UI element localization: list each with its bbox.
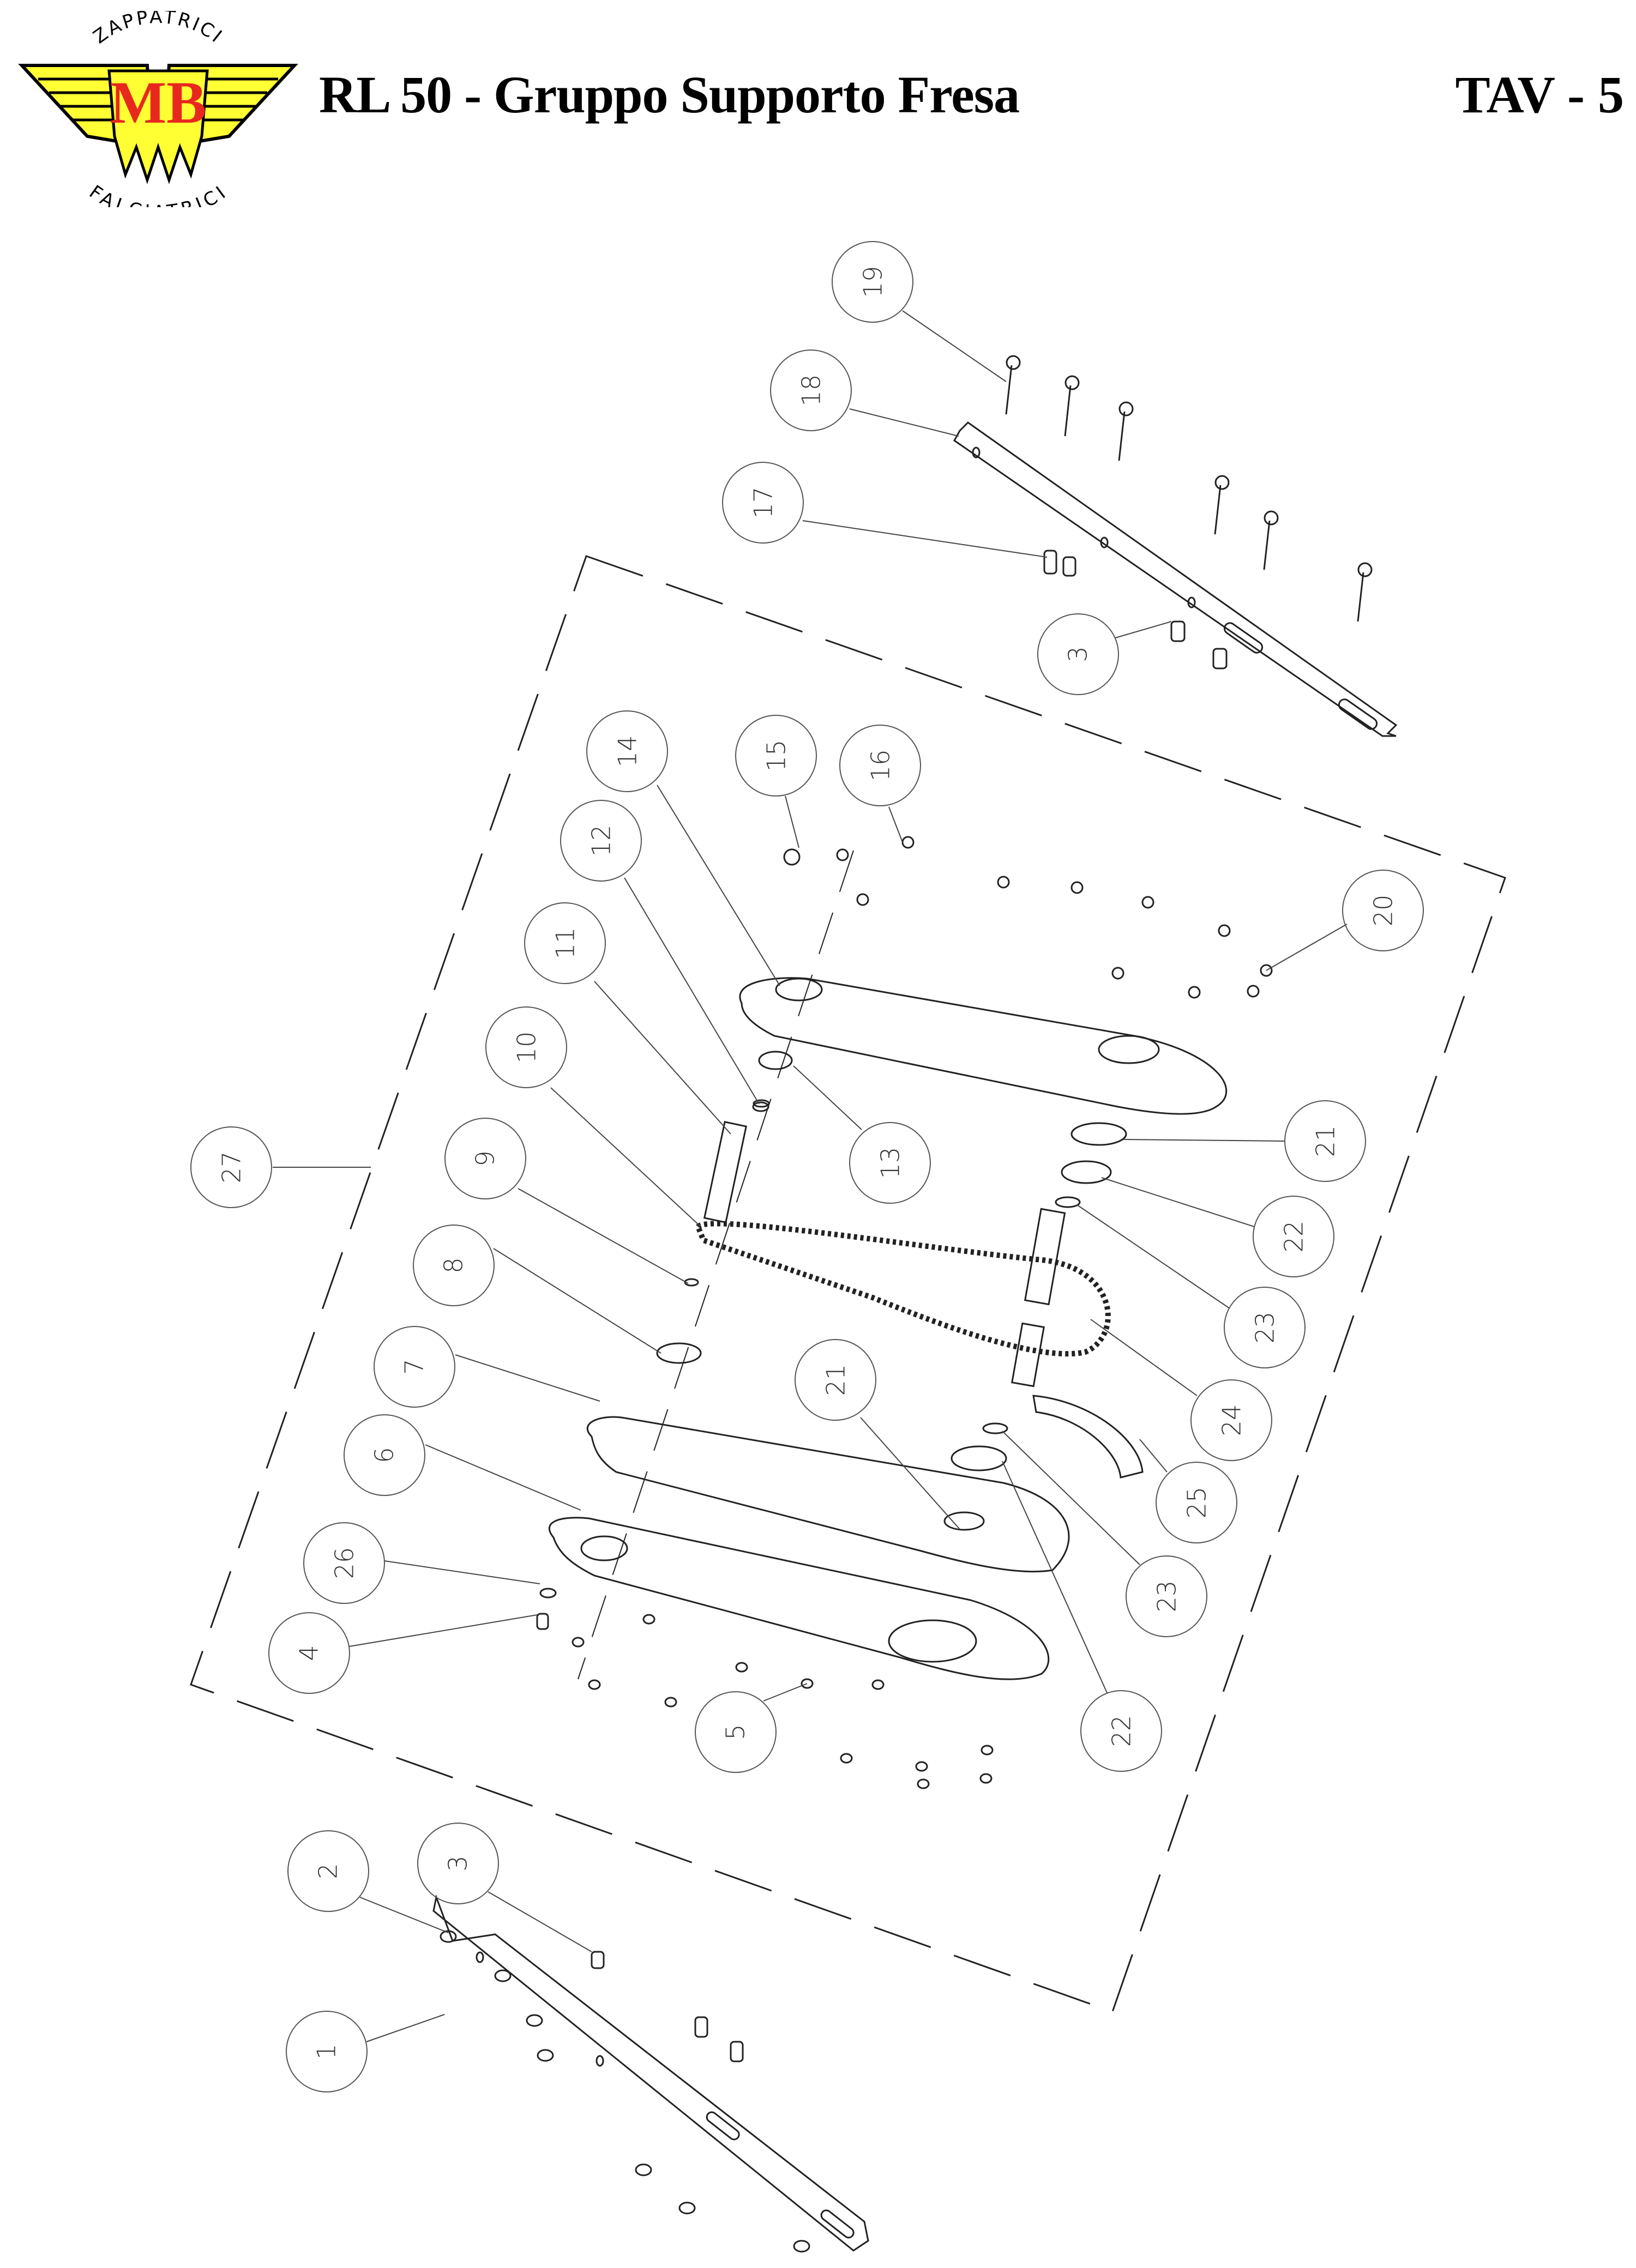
gasket xyxy=(586,1416,1070,1573)
assembly-boundary xyxy=(190,555,1506,2013)
winged-mb-logo-icon: MB ZAPPATRICI FALCIATRICI xyxy=(18,6,298,224)
callout-12: 12 xyxy=(560,800,642,882)
splined-shaft xyxy=(703,1121,748,1223)
callout-3-upper: 3 xyxy=(1037,613,1119,695)
callout-26: 26 xyxy=(303,1522,385,1604)
callout-6: 6 xyxy=(344,1414,425,1496)
callout-18: 18 xyxy=(770,349,852,431)
lower-bracket xyxy=(432,1894,869,2252)
callout-14: 14 xyxy=(586,710,668,792)
table-number: TAV - 5 xyxy=(1455,65,1624,124)
callout-21-upper: 21 xyxy=(1284,1100,1366,1182)
drive-chain xyxy=(695,1221,1111,1357)
callout-23-upper: 23 xyxy=(1224,1287,1306,1368)
upper-bracket xyxy=(953,421,1398,737)
screws-5 xyxy=(572,1614,994,1789)
callout-7: 7 xyxy=(374,1326,455,1408)
callout-13: 13 xyxy=(849,1122,931,1204)
page-header: MB ZAPPATRICI FALCIATRICI RL 50 - Gruppo… xyxy=(0,0,1636,224)
callout-8: 8 xyxy=(413,1225,495,1306)
plugs-1 xyxy=(440,1930,810,2253)
callout-16: 16 xyxy=(839,725,921,806)
leader-lines xyxy=(273,310,1348,2042)
callout-22-upper: 22 xyxy=(1253,1196,1334,1277)
bolts-19 xyxy=(1005,355,1373,622)
callout-24: 24 xyxy=(1190,1379,1272,1461)
callout-10: 10 xyxy=(485,1006,567,1088)
chain-guide xyxy=(1032,1395,1144,1479)
svg-text:MB: MB xyxy=(110,69,206,136)
callout-1: 1 xyxy=(286,2011,368,2092)
callout-5: 5 xyxy=(695,1691,777,1773)
callout-21-lower: 21 xyxy=(795,1339,876,1421)
callout-4: 4 xyxy=(268,1612,350,1694)
callout-11: 11 xyxy=(524,902,606,984)
callout-19: 19 xyxy=(832,241,913,323)
callout-3-lower: 3 xyxy=(417,1823,499,1904)
upper-chain-cover xyxy=(739,977,1228,1115)
callout-25: 25 xyxy=(1156,1462,1237,1543)
callout-22-lower: 22 xyxy=(1080,1690,1162,1772)
mb-logo: MB ZAPPATRICI FALCIATRICI xyxy=(11,6,305,224)
callout-23-lower: 23 xyxy=(1126,1555,1207,1637)
callout-17: 17 xyxy=(722,462,804,544)
callout-9: 9 xyxy=(444,1118,526,1199)
callout-15: 15 xyxy=(735,715,817,797)
callout-27: 27 xyxy=(190,1126,272,1208)
page-title: RL 50 - Gruppo Supporto Fresa xyxy=(319,65,1020,124)
callout-20: 20 xyxy=(1342,870,1424,951)
screws-20 xyxy=(783,836,1273,999)
callout-2: 2 xyxy=(287,1830,369,1912)
lower-chain-cover xyxy=(549,1517,1050,1680)
